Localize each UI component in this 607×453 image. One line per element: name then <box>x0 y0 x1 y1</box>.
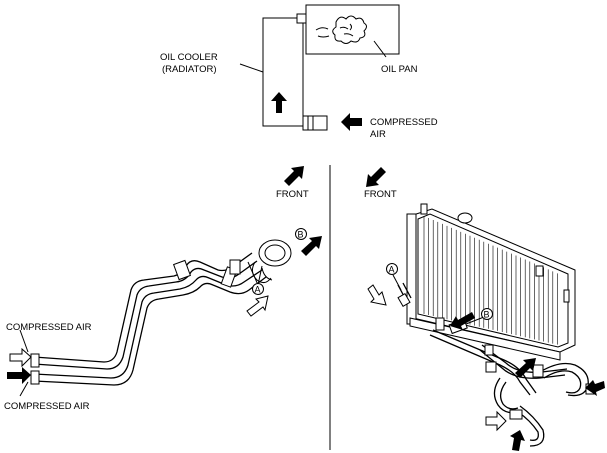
oil-pan-box <box>305 4 400 55</box>
oil-pan-label: OIL PAN <box>381 64 418 75</box>
air-solid-arrow-icon <box>450 312 475 330</box>
radiator <box>406 203 576 361</box>
compressed-air-solid-arrow-icon <box>7 367 31 384</box>
front-arrow-icon <box>284 166 304 186</box>
air-hollow-arrow-icon <box>367 284 387 306</box>
air-in-arrow-icon <box>510 430 525 451</box>
marker-a-left-text: A <box>255 285 261 295</box>
pipe-clamp <box>229 259 241 275</box>
air-label: AIR <box>370 129 386 140</box>
compressed-air-label-bottom: COMPRESSED AIR <box>4 401 90 412</box>
left-view: FRONT A B <box>4 166 322 412</box>
bottom-fitting <box>302 115 328 131</box>
compressed-air-hollow-arrow-icon <box>9 347 32 368</box>
radiator-label: (RADIATOR) <box>162 64 217 75</box>
schematic: OIL COOLER (RADIATOR) OIL PAN COMPRESSED… <box>160 4 438 140</box>
air-hollow-arrow-icon <box>485 410 507 432</box>
compressed-air-arrow-icon <box>341 113 362 131</box>
flow-up-arrow-icon <box>271 92 287 113</box>
compressed-label: COMPRESSED <box>370 117 438 128</box>
oil-cooler-label: OIL COOLER <box>160 52 218 63</box>
air-out-arrow-icon <box>515 358 536 378</box>
marker-b-left-text: B <box>298 230 304 240</box>
air-out-arrow-icon <box>301 236 322 256</box>
marker-b-right <box>481 308 493 320</box>
marker-b-right-text: B <box>484 310 490 320</box>
pipe-end-fitting <box>30 370 40 385</box>
fitting-a <box>397 292 411 308</box>
compressed-air-label-top: COMPRESSED AIR <box>6 322 92 333</box>
marker-b-left <box>295 228 307 240</box>
air-in-hollow-arrow-icon <box>246 295 269 317</box>
oil-spray-icon <box>332 15 367 44</box>
front-arrow-icon <box>366 167 386 187</box>
air-in-arrow-icon <box>585 380 605 396</box>
marker-a-right-text: A <box>389 265 395 275</box>
front-label-left: FRONT <box>276 189 309 200</box>
right-view: FRONT <box>364 167 605 451</box>
pipe-clamp <box>172 259 192 281</box>
front-label-right: FRONT <box>364 189 397 200</box>
oil-cooler-loop <box>262 17 304 127</box>
marker-a-right <box>386 263 398 275</box>
hose-loop <box>258 239 292 267</box>
marker-a-left <box>252 283 264 295</box>
pipe-end-fitting <box>30 353 40 368</box>
